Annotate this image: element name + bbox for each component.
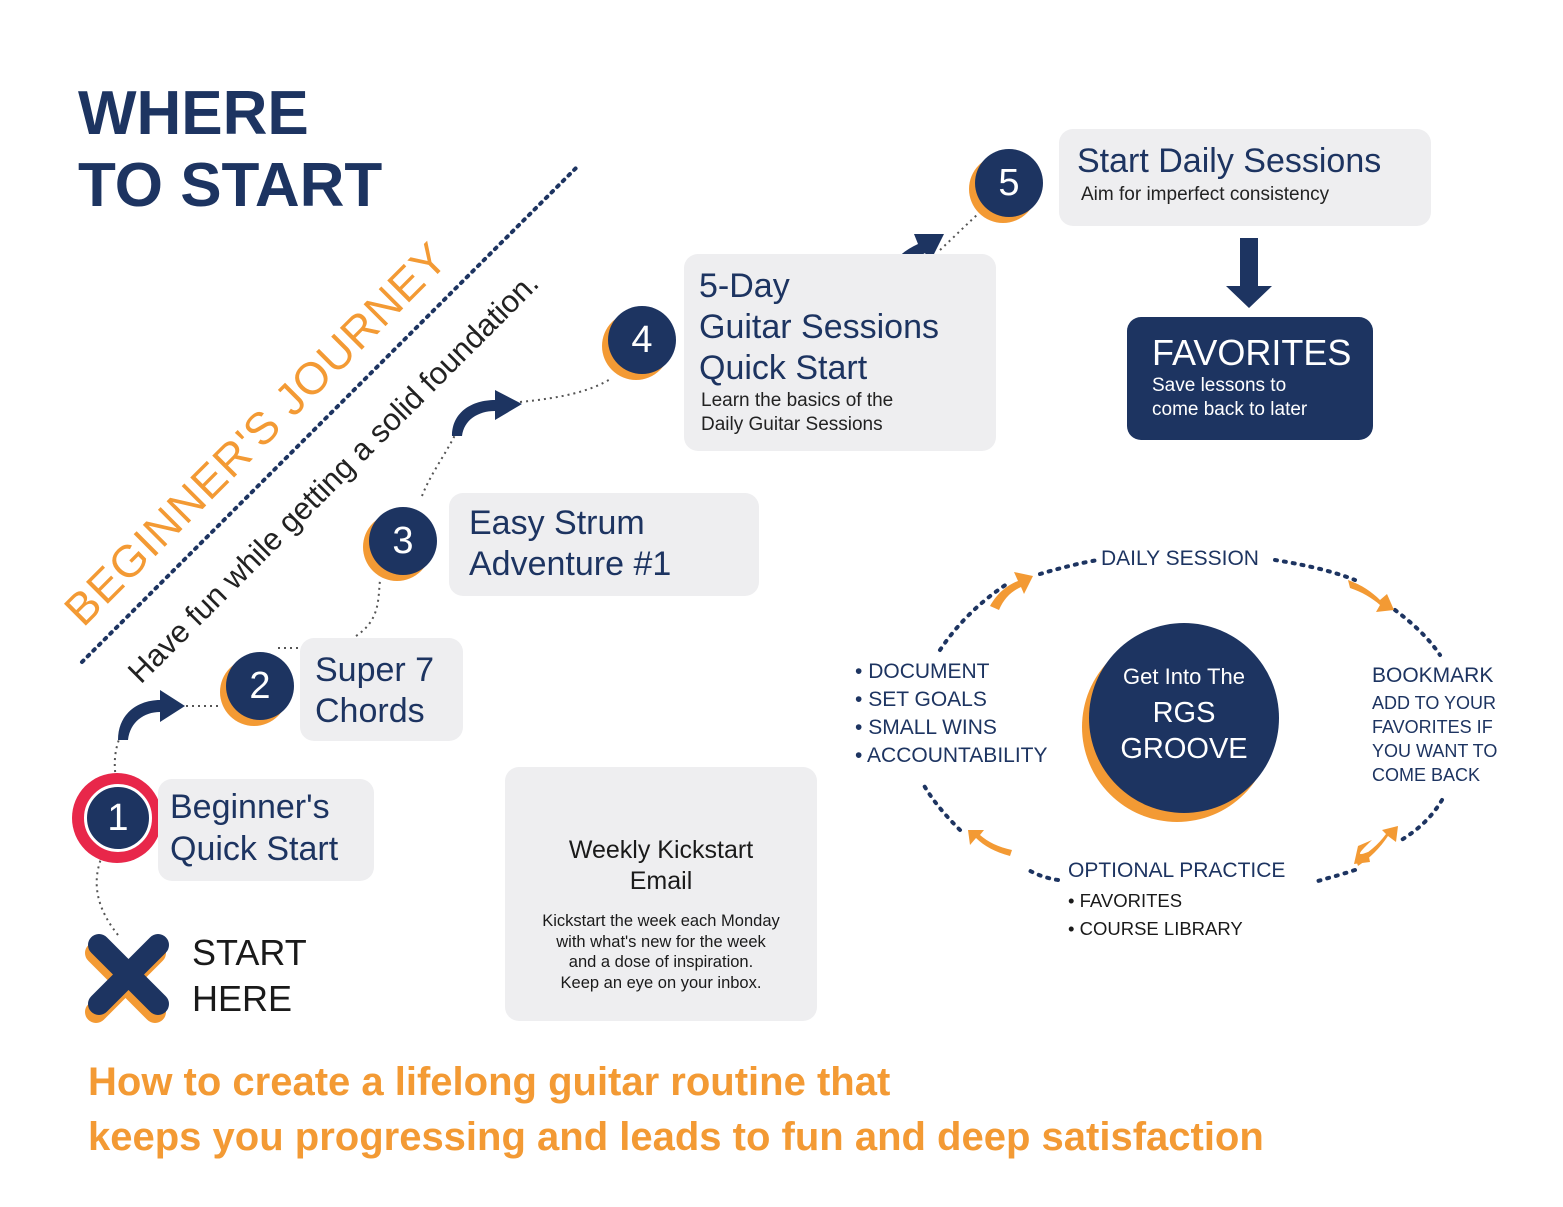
favorites-box[interactable]: FAVORITES Save lessons to come back to l… bbox=[1127, 317, 1373, 440]
cycle-bookmark: BOOKMARK ADD TO YOUR FAVORITES IF YOU WA… bbox=[1372, 663, 1497, 787]
favorites-subtitle-line-1: Save lessons to bbox=[1152, 375, 1287, 396]
journey-banner: BEGINNER'S JOURNEY Have fun while gettin… bbox=[54, 150, 545, 690]
email-title-line-2: Email bbox=[629, 867, 693, 895]
path-arrow-to-4 bbox=[519, 377, 613, 403]
step-4-title-line-2: Guitar Sessions bbox=[699, 308, 939, 346]
path-2-to-3 bbox=[355, 579, 381, 637]
start-line-2: HERE bbox=[192, 978, 293, 1019]
email-title: Weekly Kickstart Email bbox=[505, 835, 817, 897]
journey-dotted-line bbox=[80, 164, 580, 664]
step-5-badge: 5 bbox=[975, 149, 1043, 217]
step-2-badge: 2 bbox=[226, 652, 294, 720]
start-x-icon bbox=[85, 934, 169, 1023]
start-line-1: START bbox=[192, 932, 307, 973]
arrow-icon-1-2 bbox=[118, 690, 185, 740]
tagline-line-1: How to create a lifelong guitar routine … bbox=[88, 1060, 891, 1104]
email-title-line-1: Weekly Kickstart bbox=[568, 836, 754, 864]
step-4-badge: 4 bbox=[608, 306, 676, 374]
heading-line-1: WHERE bbox=[78, 79, 309, 148]
step-4-subtitle-line-1: Learn the basics of the bbox=[701, 390, 894, 411]
email-body-line-2: with what's new for the week bbox=[556, 932, 766, 951]
step-4-title-line-1: 5-Day bbox=[699, 267, 790, 305]
page-heading: WHERE TO START bbox=[78, 78, 382, 222]
cycle-document-item: • SET GOALS bbox=[855, 688, 987, 711]
step-5-title: Start Daily Sessions bbox=[1077, 142, 1382, 180]
step-2-title-line-2: Chords bbox=[315, 692, 425, 730]
arrow-icon-3-4 bbox=[452, 390, 522, 436]
rgs-groove-circle: Get Into The RGS GROOVE bbox=[1089, 623, 1279, 813]
cycle-arrows bbox=[968, 572, 1398, 866]
step-4-title-line-3: Quick Start bbox=[699, 349, 868, 387]
step-2-card[interactable]: Super 7 Chords bbox=[300, 638, 463, 741]
path-3-to-arrow bbox=[421, 434, 456, 497]
heading-line-2: TO START bbox=[78, 151, 383, 220]
cycle-dots bbox=[920, 558, 1444, 883]
cycle-document-item: • SMALL WINS bbox=[855, 716, 997, 739]
step-3-title-line-1: Easy Strum bbox=[469, 504, 645, 542]
arrow-down-icon bbox=[1226, 238, 1272, 308]
step-3-badge: 3 bbox=[369, 507, 437, 575]
bookmark-title: BOOKMARK bbox=[1372, 664, 1494, 687]
step-4-subtitle-line-2: Daily Guitar Sessions bbox=[701, 414, 883, 435]
step-3-card[interactable]: Easy Strum Adventure #1 bbox=[449, 493, 759, 596]
step-5-card[interactable]: Start Daily Sessions Aim for imperfect c… bbox=[1059, 129, 1431, 226]
tagline-line-2: keeps you progressing and leads to fun a… bbox=[88, 1115, 1264, 1159]
step-2-title-line-1: Super 7 bbox=[315, 651, 435, 689]
step-4-card[interactable]: 5-Day Guitar Sessions Quick Start Learn … bbox=[684, 254, 996, 451]
step-1-title-line-2: Quick Start bbox=[170, 830, 339, 868]
email-body-line-4: Keep an eye on your inbox. bbox=[560, 973, 762, 992]
favorites-title: FAVORITES bbox=[1152, 332, 1352, 373]
start-here-label: START HERE bbox=[192, 930, 307, 1022]
cycle-document-item: • DOCUMENT bbox=[855, 660, 990, 683]
step-1-badge: 1 bbox=[84, 784, 152, 852]
step-1-title-line-1: Beginner's bbox=[170, 788, 330, 826]
email-body: Kickstart the week each Monday with what… bbox=[505, 911, 817, 993]
path-arrow-to-5 bbox=[939, 213, 979, 251]
cycle-daily-session: DAILY SESSION bbox=[1101, 547, 1259, 570]
optional-practice-title: OPTIONAL PRACTICE bbox=[1068, 859, 1286, 882]
groove-line-2: RGS bbox=[1152, 697, 1216, 729]
cycle-document-list: • DOCUMENT • SET GOALS • SMALL WINS • AC… bbox=[855, 658, 1048, 770]
email-body-line-1: Kickstart the week each Monday bbox=[542, 912, 780, 930]
optional-practice-item: • COURSE LIBRARY bbox=[1068, 918, 1243, 939]
bookmark-line: COME BACK bbox=[1372, 765, 1481, 785]
groove-line-3: GROOVE bbox=[1120, 733, 1248, 765]
bookmark-line: ADD TO YOUR bbox=[1372, 693, 1497, 713]
favorites-subtitle-line-2: come back to later bbox=[1152, 399, 1308, 420]
email-card[interactable]: Weekly Kickstart Email Kickstart the wee… bbox=[505, 767, 817, 1021]
bookmark-line: FAVORITES IF bbox=[1372, 717, 1493, 737]
optional-practice-list: • FAVORITES • COURSE LIBRARY bbox=[1068, 887, 1243, 943]
optional-practice-item: • FAVORITES bbox=[1068, 890, 1183, 911]
cycle-document-item: • ACCOUNTABILITY bbox=[855, 744, 1048, 767]
step-3-title-line-2: Adventure #1 bbox=[469, 545, 672, 583]
step-1-card[interactable]: Beginner's Quick Start bbox=[158, 779, 374, 881]
email-body-line-3: and a dose of inspiration. bbox=[568, 953, 754, 971]
bookmark-line: YOU WANT TO bbox=[1372, 741, 1498, 761]
groove-line-1: Get Into The bbox=[1123, 664, 1245, 689]
step-5-subtitle: Aim for imperfect consistency bbox=[1081, 184, 1330, 205]
